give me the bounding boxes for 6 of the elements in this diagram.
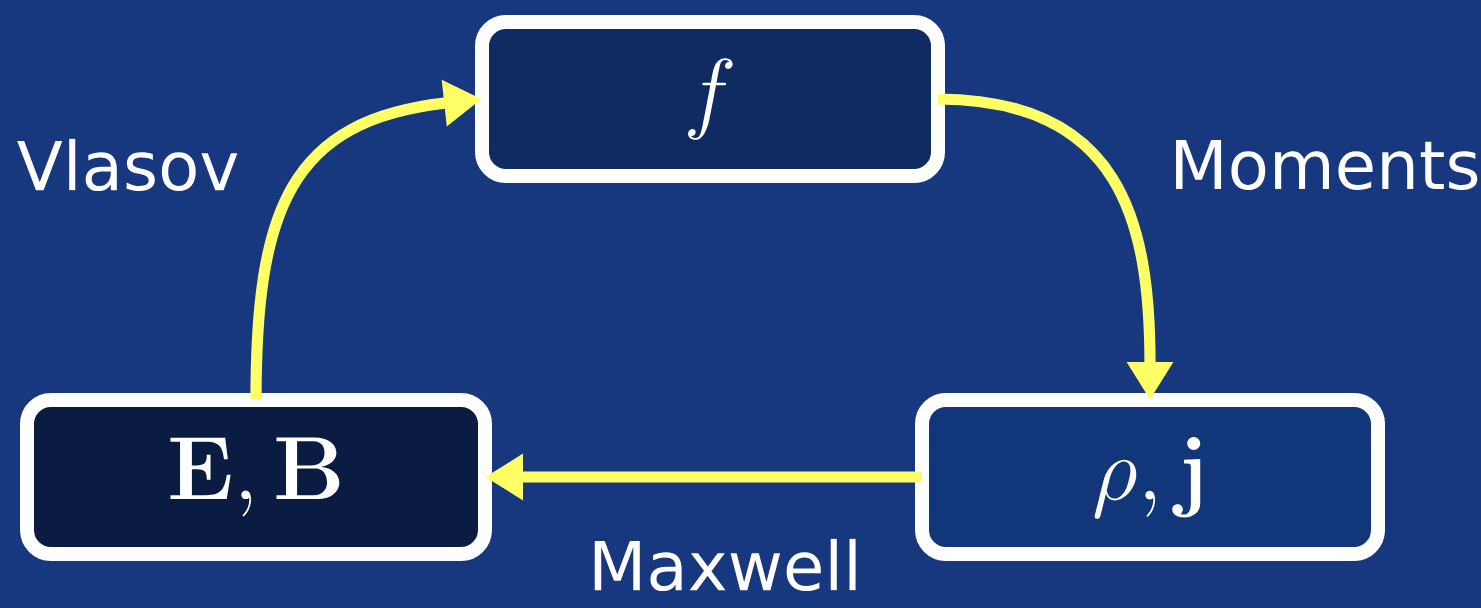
process-box: $f$ <box>475 15 945 183</box>
process-box: $\mathbf{E}, \mathbf{B}$ <box>20 393 492 561</box>
edge-label: Vlasov <box>17 138 238 192</box>
edge-label: Moments <box>1176 139 1478 191</box>
process-box: $\rho, \mathbf{j}$ <box>915 393 1385 561</box>
edge-label: Maxwell <box>594 538 856 592</box>
